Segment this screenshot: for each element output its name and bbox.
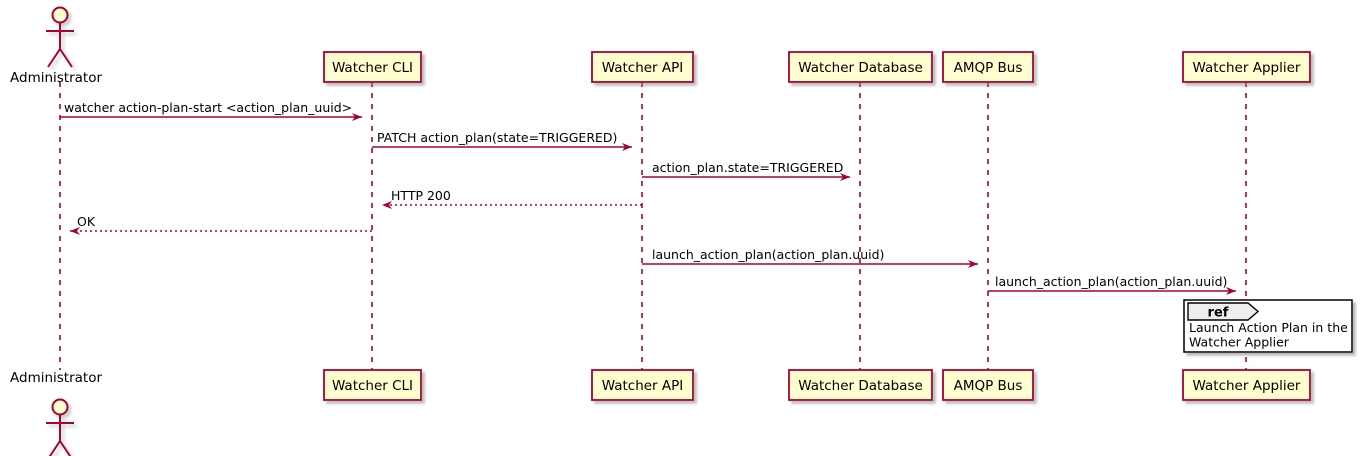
participant-label-watcher-cli: Watcher CLI — [332, 378, 413, 394]
participant-label-watcher-applier: Watcher Applier — [1193, 378, 1301, 394]
participant-box-watcher-database-top[interactable]: Watcher Database — [788, 51, 933, 83]
message-5-watcher-cli-to-administrator[interactable]: OK — [70, 214, 372, 235]
participant-box-watcher-cli-top[interactable]: Watcher CLI — [323, 51, 422, 83]
message-label-6: launch_action_plan(action_plan.uuid) — [652, 247, 884, 262]
actor-head-icon — [51, 6, 69, 24]
participant-label-watcher-database: Watcher Database — [798, 378, 923, 394]
participant-label-watcher-applier: Watcher Applier — [1193, 60, 1301, 76]
message-label-4: HTTP 200 — [391, 188, 451, 203]
message-3-watcher-api-to-watcher-database[interactable]: action_plan.state=TRIGGERED — [642, 160, 850, 181]
participant-box-watcher-cli-bottom[interactable]: Watcher CLI — [323, 369, 422, 401]
message-label-1: watcher action-plan-start <action_plan_u… — [64, 100, 352, 115]
message-label-3: action_plan.state=TRIGGERED — [652, 160, 843, 175]
actor-administrator-bottom[interactable]: Administrator — [10, 370, 102, 456]
actor-head-icon — [51, 398, 69, 416]
participant-label-watcher-api: Watcher API — [602, 378, 684, 394]
message-6-watcher-api-to-amqp-bus[interactable]: launch_action_plan(action_plan.uuid) — [642, 247, 978, 268]
messages-group: watcher action-plan-start <action_plan_u… — [60, 100, 1236, 295]
participant-label-amqp-bus: AMQP Bus — [954, 60, 1023, 76]
ref-box-line-2: Watcher Applier — [1189, 335, 1290, 350]
participant-box-amqp-bus-top[interactable]: AMQP Bus — [942, 51, 1034, 83]
participant-box-amqp-bus-bottom[interactable]: AMQP Bus — [942, 369, 1034, 401]
message-label-2: PATCH action_plan(state=TRIGGERED) — [377, 130, 617, 145]
message-1-administrator-to-watcher-cli[interactable]: watcher action-plan-start <action_plan_u… — [60, 100, 362, 121]
message-label-5: OK — [77, 214, 96, 229]
message-2-watcher-cli-to-watcher-api[interactable]: PATCH action_plan(state=TRIGGERED) — [372, 130, 632, 151]
message-label-7: launch_action_plan(action_plan.uuid) — [995, 274, 1227, 289]
actor-administrator-top[interactable]: Administrator — [10, 6, 102, 87]
ref-box-title: ref — [1208, 306, 1229, 321]
participant-label-watcher-api: Watcher API — [602, 60, 684, 76]
participant-label-watcher-database: Watcher Database — [798, 60, 923, 76]
actor-label-administrator: Administrator — [10, 70, 102, 86]
ref-box-line-1: Launch Action Plan in the — [1189, 320, 1348, 335]
actor-label-administrator: Administrator — [10, 370, 102, 386]
participant-label-amqp-bus: AMQP Bus — [954, 378, 1023, 394]
message-4-watcher-api-to-watcher-cli[interactable]: HTTP 200 — [382, 188, 642, 209]
participants-top-group: Watcher CLI Watcher API Watcher Database AM… — [323, 51, 1311, 83]
message-7-amqp-bus-to-watcher-applier[interactable]: launch_action_plan(action_plan.uuid) — [988, 274, 1236, 295]
participant-box-watcher-api-top[interactable]: Watcher API — [591, 51, 694, 83]
participant-label-watcher-cli: Watcher CLI — [332, 60, 413, 76]
participants-bottom-group: Watcher CLI Watcher API Watcher Database AM… — [323, 369, 1311, 401]
participant-box-watcher-applier-bottom[interactable]: Watcher Applier — [1182, 369, 1311, 401]
participant-box-watcher-api-bottom[interactable]: Watcher API — [591, 369, 694, 401]
lifelines-group — [59, 82, 1247, 370]
participant-box-watcher-applier-top[interactable]: Watcher Applier — [1182, 51, 1311, 83]
participant-box-watcher-database-bottom[interactable]: Watcher Database — [788, 369, 933, 401]
